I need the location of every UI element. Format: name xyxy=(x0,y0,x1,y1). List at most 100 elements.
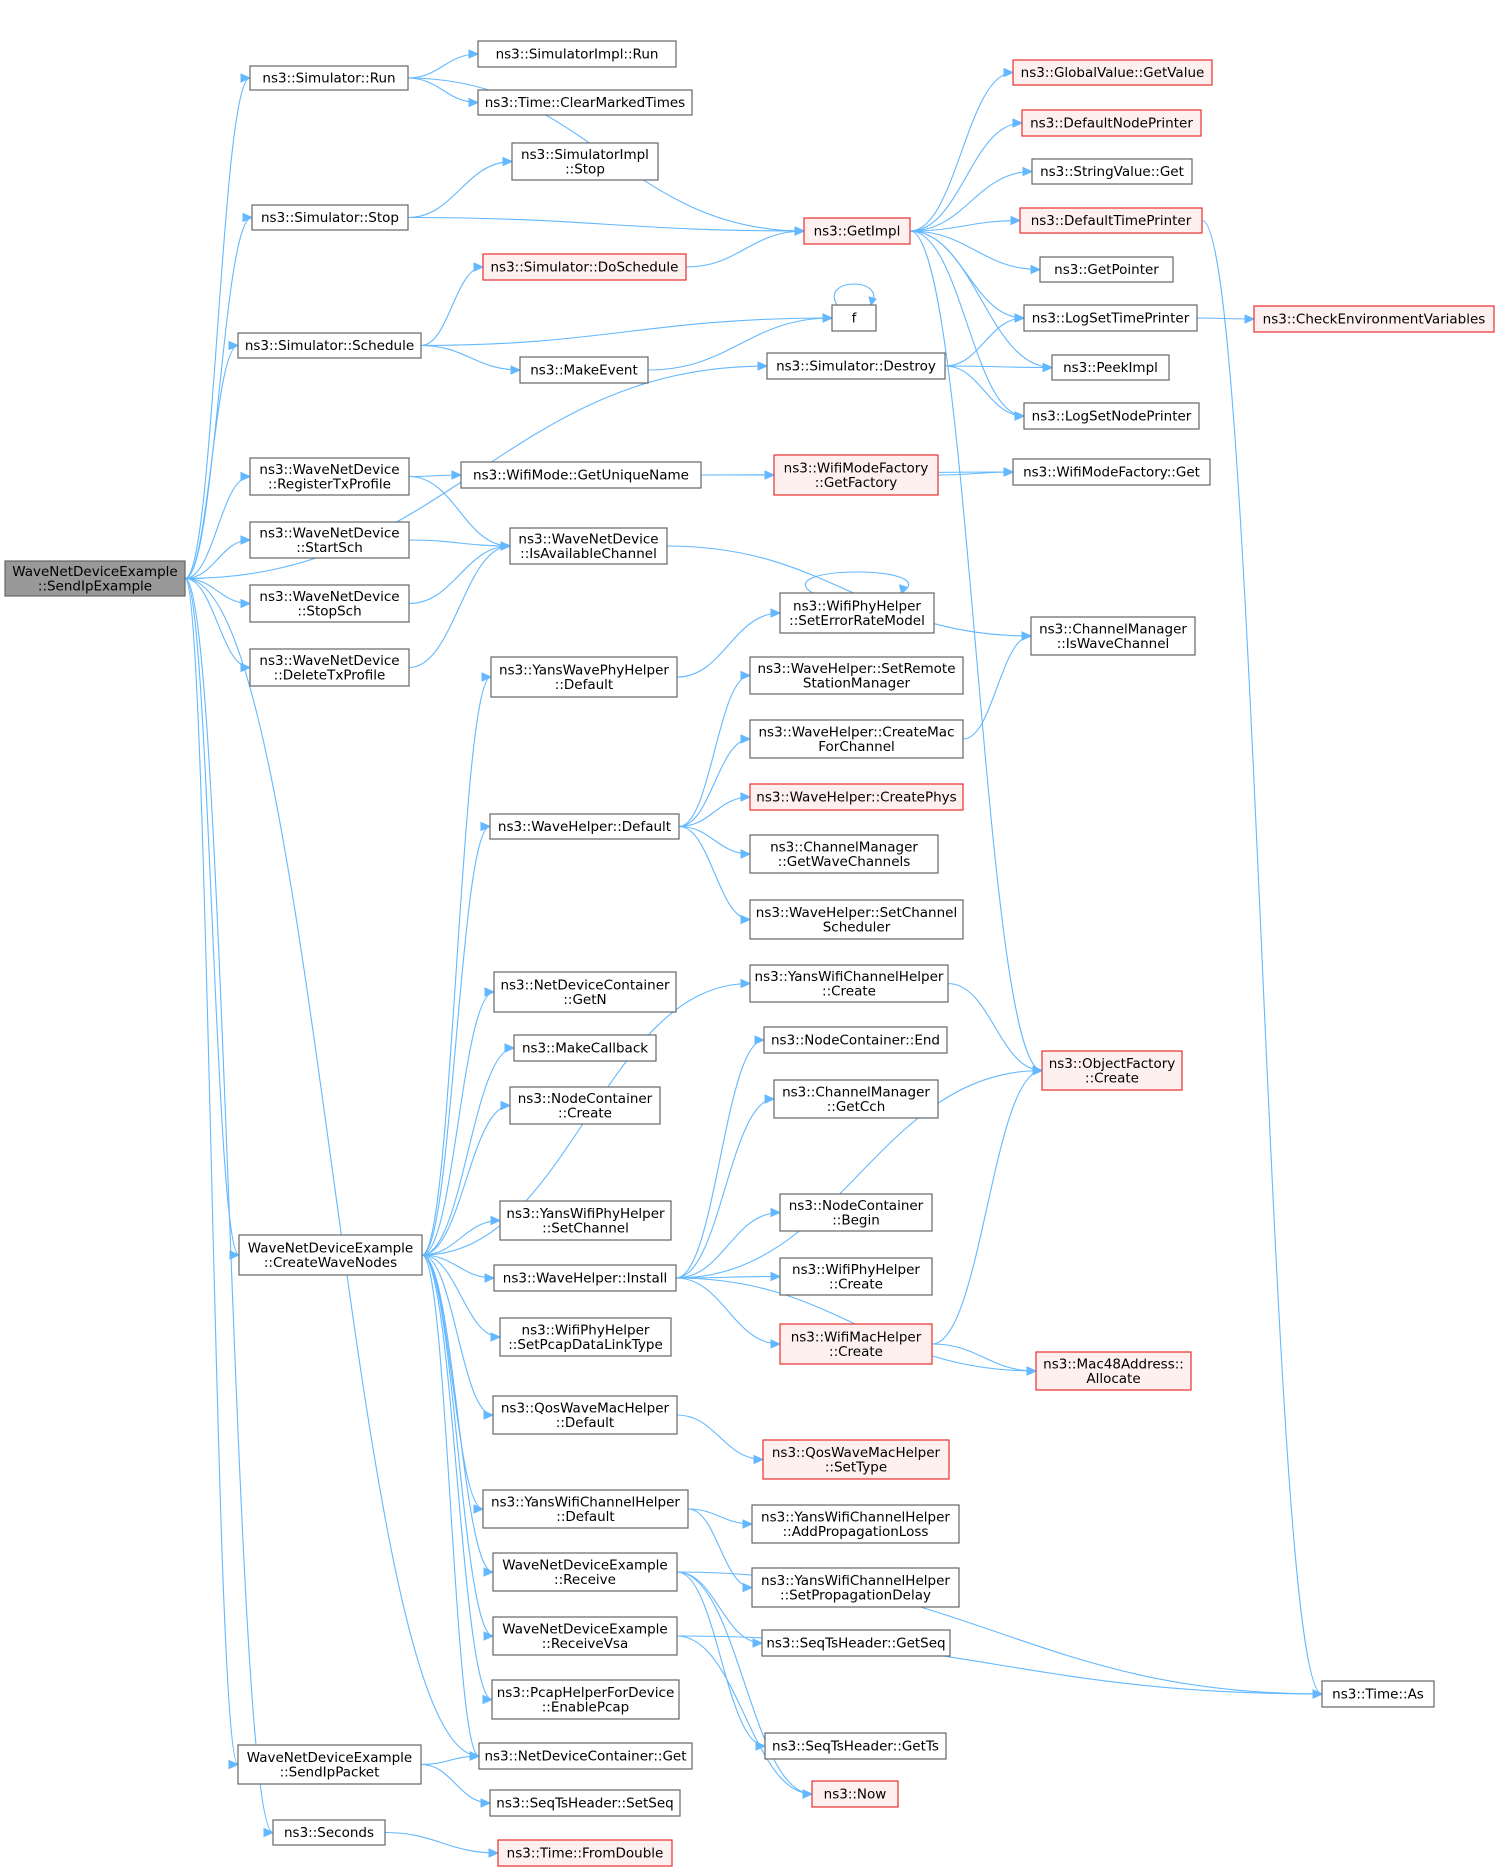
node-label: ::Create xyxy=(829,1276,883,1292)
node-label: ns3::MakeEvent xyxy=(530,363,638,379)
node-objfactory[interactable]: ns3::ObjectFactory::Create xyxy=(1041,1050,1183,1091)
node-peekimpl[interactable]: ns3::PeekImpl xyxy=(1051,354,1170,381)
node-simimplstop[interactable]: ns3::SimulatorImpl::Stop xyxy=(511,142,659,181)
edge-wavehelperdef-to-setremote xyxy=(678,670,752,828)
node-yanswavedef[interactable]: ns3::YansWavePhyHelper::Default xyxy=(490,656,678,698)
node-timeas[interactable]: ns3::Time::As xyxy=(1321,1680,1435,1708)
node-clearmarked[interactable]: ns3::Time::ClearMarkedTimes xyxy=(477,89,693,116)
node-qosdef[interactable]: ns3::QosWaveMacHelper::Default xyxy=(492,1395,678,1435)
node-fromdouble[interactable]: ns3::Time::FromDouble xyxy=(497,1839,673,1867)
node-ncbegin[interactable]: ns3::NodeContainer::Begin xyxy=(779,1193,933,1232)
node-label: ::Create xyxy=(558,1105,612,1121)
node-box xyxy=(1253,305,1495,333)
node-setseq[interactable]: ns3::SeqTsHeader::SetSeq xyxy=(489,1789,681,1817)
node-mac48[interactable]: ns3::Mac48Address::Allocate xyxy=(1035,1351,1192,1391)
node-iswave[interactable]: ns3::ChannelManager::IsWaveChannel xyxy=(1030,616,1196,656)
node-stopsch[interactable]: ns3::WaveNetDevice::StopSch xyxy=(249,584,410,623)
node-box xyxy=(764,1732,947,1760)
node-label: ns3::WaveNetDevice xyxy=(518,531,658,547)
node-makecallback[interactable]: ns3::MakeCallback xyxy=(513,1034,657,1062)
node-enablepcap[interactable]: ns3::PcapHelperForDevice::EnablePcap xyxy=(491,1679,680,1720)
node-label: ns3::SeqTsHeader::SetSeq xyxy=(496,1796,673,1812)
node-logsetnode[interactable]: ns3::LogSetNodePrinter xyxy=(1023,402,1200,430)
node-ndcgetn[interactable]: ns3::NetDeviceContainer::GetN xyxy=(493,971,677,1013)
node-globalvalue[interactable]: ns3::GlobalValue::GetValue xyxy=(1012,59,1213,86)
node-seterror[interactable]: ns3::WifiPhyHelper::SetErrorRateModel xyxy=(779,592,935,634)
node-nccreate[interactable]: ns3::NodeContainer::Create xyxy=(509,1086,661,1125)
node-box xyxy=(1035,1351,1192,1391)
node-label: ::GetWaveChannels xyxy=(778,854,911,870)
node-label: ns3::NodeContainer xyxy=(789,1198,924,1214)
node-box xyxy=(249,648,410,687)
edge-getimpl-to-logsetnode xyxy=(909,230,1026,421)
node-seconds[interactable]: ns3::Seconds xyxy=(272,1819,386,1846)
node-startsch[interactable]: ns3::WaveNetDevice::StartSch xyxy=(249,521,410,559)
edge-createwave-to-ndcgetn xyxy=(421,987,496,1256)
node-wmaccreate[interactable]: ns3::WifiMacHelper::Create xyxy=(779,1323,933,1365)
node-box xyxy=(1023,304,1198,332)
node-deftimeprinter[interactable]: ns3::DefaultTimePrinter xyxy=(1019,207,1203,234)
node-f[interactable]: f xyxy=(831,304,877,332)
node-createphys[interactable]: ns3::WaveHelper::CreatePhys xyxy=(749,783,964,811)
node-simschedule[interactable]: ns3::Simulator::Schedule xyxy=(237,332,422,359)
node-label: ::Default xyxy=(555,677,613,693)
node-getpointer[interactable]: ns3::GetPointer xyxy=(1039,256,1174,283)
node-whinstall[interactable]: ns3::WaveHelper::Install xyxy=(493,1264,677,1292)
node-checkenv[interactable]: ns3::CheckEnvironmentVariables xyxy=(1253,305,1495,333)
node-receive[interactable]: WaveNetDeviceExample::Receive xyxy=(492,1552,678,1592)
node-doschedule[interactable]: ns3::Simulator::DoSchedule xyxy=(482,253,687,281)
node-box xyxy=(761,1629,951,1657)
node-label: ::StartSch xyxy=(296,540,363,556)
node-sendippacket[interactable]: WaveNetDeviceExample::SendIpPacket xyxy=(237,1744,422,1785)
node-setpcap[interactable]: ns3::WifiPhyHelper::SetPcapDataLinkType xyxy=(499,1317,672,1357)
node-getuniquename[interactable]: ns3::WifiMode::GetUniqueName xyxy=(460,461,702,489)
node-getts[interactable]: ns3::SeqTsHeader::GetTs xyxy=(764,1732,947,1760)
node-yanschcreate[interactable]: ns3::YansWifiChannelHelper::Create xyxy=(749,964,949,1003)
node-simstop[interactable]: ns3::Simulator::Stop xyxy=(251,204,409,231)
node-logsettime[interactable]: ns3::LogSetTimePrinter xyxy=(1023,304,1198,332)
node-setpropdelay[interactable]: ns3::YansWifiChannelHelper::SetPropagati… xyxy=(751,1567,960,1608)
edge-createwave-to-whinstall xyxy=(421,1254,496,1283)
node-label: ForChannel xyxy=(818,739,895,755)
node-box xyxy=(489,813,680,840)
node-box xyxy=(238,1234,423,1276)
node-qossettype[interactable]: ns3::QosWaveMacHelper::SetType xyxy=(762,1439,950,1480)
node-wmfget[interactable]: ns3::WifiModeFactory::Get xyxy=(1012,458,1211,486)
node-addprop[interactable]: ns3::YansWifiChannelHelper::AddPropagati… xyxy=(751,1504,960,1544)
node-now[interactable]: ns3::Now xyxy=(811,1780,899,1808)
node-box xyxy=(749,719,964,759)
node-isavail[interactable]: ns3::WaveNetDevice::IsAvailableChannel xyxy=(509,527,668,565)
node-wavehelperdef[interactable]: ns3::WaveHelper::Default xyxy=(489,813,680,840)
node-label: ns3::YansWifiChannelHelper xyxy=(761,1573,950,1589)
node-createwave[interactable]: WaveNetDeviceExample::CreateWaveNodes xyxy=(238,1234,423,1276)
node-simdestroy[interactable]: ns3::Simulator::Destroy xyxy=(766,352,946,380)
node-getseq[interactable]: ns3::SeqTsHeader::GetSeq xyxy=(761,1629,951,1657)
node-getfactory[interactable]: ns3::WifiModeFactory::GetFactory xyxy=(773,454,939,496)
node-yanschdef[interactable]: ns3::YansWifiChannelHelper::Default xyxy=(482,1489,689,1529)
node-defnodeprinter[interactable]: ns3::DefaultNodePrinter xyxy=(1021,109,1202,137)
node-label: ns3::Simulator::Run xyxy=(262,71,395,87)
node-makeevent[interactable]: ns3::MakeEvent xyxy=(519,356,649,384)
node-simimplrun[interactable]: ns3::SimulatorImpl::Run xyxy=(477,40,677,68)
node-getimpl[interactable]: ns3::GetImpl xyxy=(803,217,911,245)
edge-createwave-to-wavehelperdef xyxy=(421,821,492,1256)
node-wphycreate[interactable]: ns3::WifiPhyHelper::Create xyxy=(779,1257,933,1296)
node-getwavech[interactable]: ns3::ChannelManager::GetWaveChannels xyxy=(749,834,939,874)
node-deletetx[interactable]: ns3::WaveNetDevice::DeleteTxProfile xyxy=(249,648,410,687)
node-receivevsa[interactable]: WaveNetDeviceExample::ReceiveVsa xyxy=(492,1616,678,1656)
node-registertx[interactable]: ns3::WaveNetDevice::RegisterTxProfile xyxy=(249,457,410,496)
node-label: ns3::LogSetNodePrinter xyxy=(1032,409,1192,425)
node-getcch[interactable]: ns3::ChannelManager::GetCch xyxy=(773,1079,939,1119)
node-stringvalue[interactable]: ns3::StringValue::Get xyxy=(1031,158,1193,185)
node-ncend[interactable]: ns3::NodeContainer::End xyxy=(763,1026,948,1054)
node-setchannel[interactable]: ns3::YansWifiPhyHelper::SetChannel xyxy=(499,1200,672,1241)
node-root[interactable]: WaveNetDeviceExample::SendIpExample xyxy=(4,560,186,597)
node-simrun[interactable]: ns3::Simulator::Run xyxy=(249,65,409,91)
node-ndcget[interactable]: ns3::NetDeviceContainer::Get xyxy=(478,1742,693,1770)
edge-createwave-to-makecallback xyxy=(421,1043,516,1256)
edge-createwave-to-nccreate xyxy=(421,1100,512,1256)
node-label: ns3::WifiPhyHelper xyxy=(522,1322,650,1338)
